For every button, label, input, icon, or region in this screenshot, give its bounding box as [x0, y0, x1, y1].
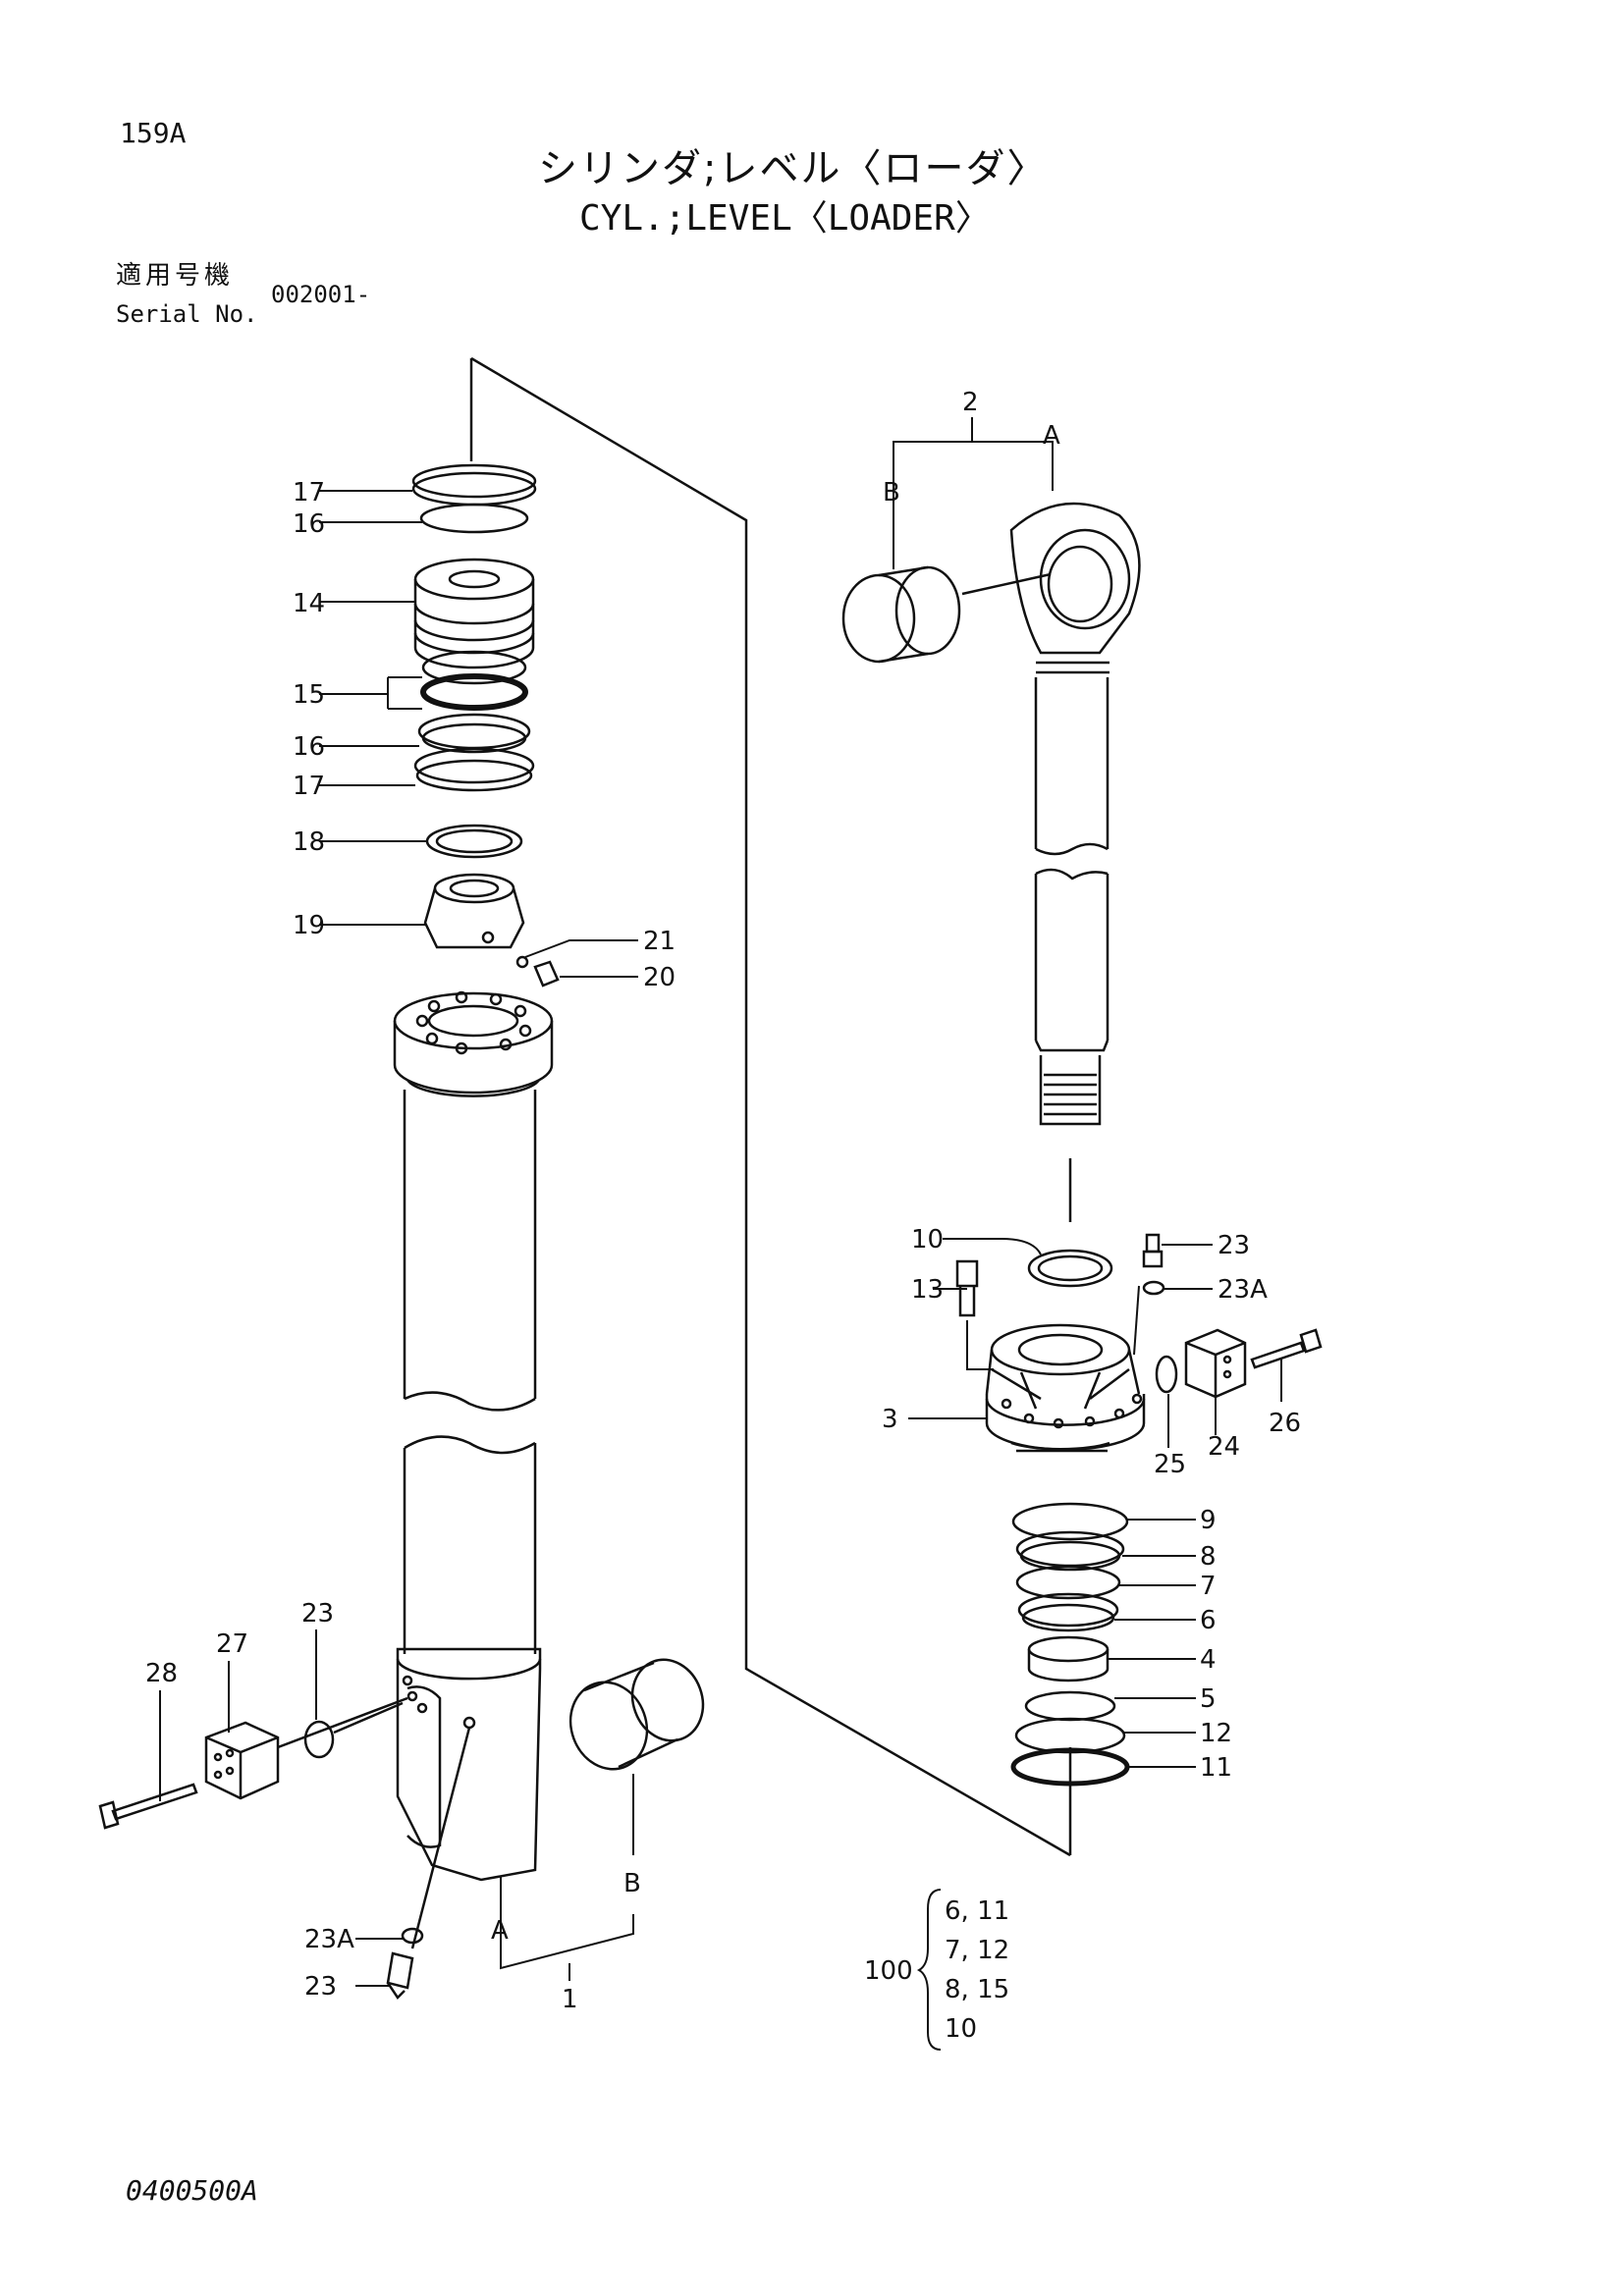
callout-16: 16: [293, 509, 325, 539]
leader-lines: [159, 417, 1282, 1987]
callout-17-lower: 17: [293, 772, 325, 801]
piston-14: [413, 558, 535, 669]
kit-line-4: 10: [945, 2014, 977, 2044]
callout-25: 25: [1154, 1450, 1186, 1479]
callout-23a-bottom: 23A: [304, 1925, 354, 1954]
ring-10: [1027, 1249, 1113, 1288]
title-japanese: シリンダ;レベル〈ローダ〉: [538, 146, 1049, 191]
bolt-13: [955, 1259, 979, 1317]
ring-9: [1011, 1502, 1129, 1541]
ball-21: [515, 955, 529, 969]
block-27: [204, 1721, 280, 1800]
callout-11: 11: [1200, 1753, 1232, 1783]
grease-fitting-23-top: [1142, 1233, 1164, 1268]
callout-17: 17: [293, 478, 325, 507]
ring-17-lower: [413, 747, 535, 792]
callout-6: 6: [1200, 1606, 1217, 1635]
oring-23-left: [303, 1720, 335, 1759]
callout-15: 15: [293, 680, 325, 710]
callout-16-lower: 16: [293, 732, 325, 762]
bolt-26: [1250, 1328, 1323, 1369]
callout-23-left: 23: [301, 1599, 334, 1629]
callout-13: 13: [911, 1275, 944, 1305]
bushing-b-bottom: [568, 1658, 705, 1771]
kit-number: 100: [864, 1956, 913, 1986]
callout-2: 2: [962, 388, 979, 417]
callout-4: 4: [1200, 1645, 1217, 1675]
callout-21: 21: [643, 927, 676, 956]
callout-10: 10: [911, 1225, 944, 1255]
kit-line-1: 6, 11: [945, 1896, 1009, 1926]
callout-5: 5: [1200, 1684, 1217, 1714]
ring-16-top: [419, 503, 529, 534]
ring-7: [1015, 1565, 1121, 1600]
oring-25: [1155, 1355, 1178, 1394]
callout-23-bottom: 23: [304, 1972, 337, 2002]
ring-5: [1024, 1690, 1116, 1722]
nut-19: [423, 873, 525, 949]
ring-8: [1015, 1530, 1125, 1572]
kit-brace: [916, 1889, 942, 2051]
serial-label-english: Serial No.: [116, 300, 258, 328]
callout-27: 27: [216, 1629, 248, 1659]
title-english: CYL.;LEVEL〈LOADER〉: [579, 198, 991, 239]
assembly-guide-lines: [469, 356, 1072, 1857]
callout-3: 3: [882, 1405, 898, 1434]
grease-fitting-23-bottom: [386, 1951, 414, 2000]
callout-23-top: 23: [1218, 1231, 1250, 1260]
callout-14: 14: [293, 589, 325, 618]
callout-20: 20: [643, 963, 676, 992]
callout-28: 28: [145, 1659, 178, 1688]
diagram-code: 0400500A: [126, 2174, 258, 2207]
oring-23a-bottom: [401, 1927, 424, 1945]
callout-18: 18: [293, 828, 325, 857]
callout-23a-top: 23A: [1218, 1275, 1268, 1305]
serial-number-value: 002001-: [271, 281, 371, 308]
page-number: 159A: [120, 117, 187, 149]
rod-cover-3: [985, 1323, 1146, 1453]
callout-b-bottom: B: [623, 1869, 641, 1898]
bushing-4: [1027, 1635, 1110, 1682]
kit-line-2: 7, 12: [945, 1936, 1009, 1965]
callout-a-bottom: A: [491, 1916, 509, 1946]
bushing-b-top: [841, 565, 961, 664]
serial-label-japanese: 適用号機: [116, 261, 235, 291]
callout-8: 8: [1200, 1542, 1217, 1572]
callout-b-top: B: [883, 478, 900, 507]
bolt-28: [98, 1783, 198, 1830]
screw-20: [533, 960, 560, 988]
callout-9: 9: [1200, 1506, 1217, 1535]
washer-18: [425, 824, 523, 859]
piston-rod: [1034, 677, 1110, 1126]
seal-15: [420, 650, 528, 711]
callout-a-top: A: [1043, 421, 1060, 451]
callout-12: 12: [1200, 1719, 1232, 1748]
block-24: [1184, 1328, 1247, 1399]
ring-17-top: [411, 463, 537, 507]
callout-19: 19: [293, 911, 325, 940]
cylinder-tube: [393, 990, 554, 1882]
callout-7: 7: [1200, 1572, 1217, 1601]
callout-26: 26: [1269, 1409, 1301, 1438]
rod-eye-a: [1009, 502, 1141, 674]
kit-line-3: 8, 15: [945, 1975, 1009, 2004]
ring-16-lower: [417, 713, 531, 754]
ring-12: [1014, 1717, 1126, 1754]
ring-6: [1017, 1592, 1119, 1632]
callout-24: 24: [1208, 1432, 1240, 1462]
callout-1: 1: [562, 1985, 578, 2014]
oring-23a-top: [1142, 1280, 1165, 1296]
